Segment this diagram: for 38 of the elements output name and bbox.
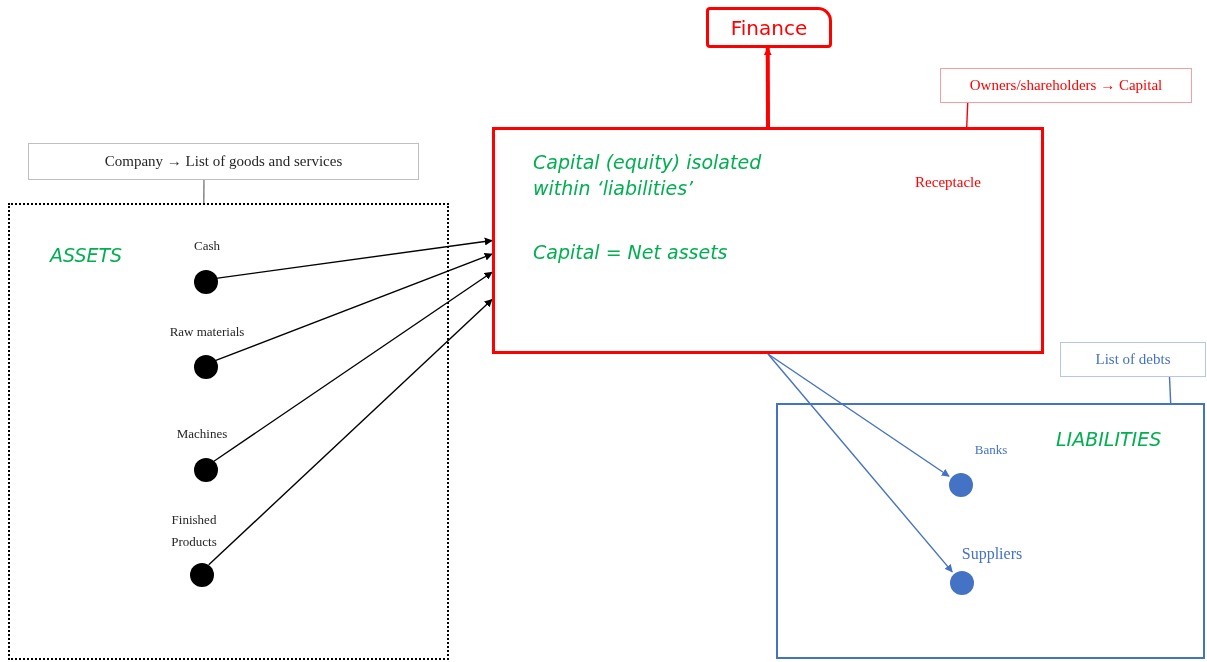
arrow	[208, 298, 493, 566]
title-box	[706, 7, 832, 48]
content-box	[492, 127, 1044, 354]
node-dot	[950, 571, 974, 595]
heading-text: LIABILITIES	[1056, 427, 1163, 452]
title-text: Finance	[730, 15, 808, 40]
label-box	[28, 143, 419, 180]
group-box	[776, 403, 1205, 659]
arrow	[763, 47, 772, 127]
node-dot	[194, 458, 218, 482]
connector-line	[966, 102, 969, 128]
label-box	[1060, 342, 1206, 377]
item-label: Finished Products	[170, 511, 218, 552]
arrow	[214, 252, 493, 362]
arrow	[767, 353, 950, 477]
heading-text: Capital = Net assets	[533, 240, 729, 265]
arrow	[213, 271, 493, 462]
item-label: Raw materials	[168, 323, 246, 341]
node-dot	[190, 563, 214, 587]
item-label: Cash	[193, 237, 221, 255]
label-box	[940, 68, 1192, 103]
arrow	[767, 353, 953, 573]
node-dot	[949, 473, 973, 497]
connector-line	[203, 179, 205, 204]
item-label: Banks	[973, 441, 1009, 459]
label-text: Company → List of goods and services	[104, 153, 343, 170]
label-text: List of debts	[1095, 351, 1171, 368]
note-text: Owners/shareholders → Capital	[969, 77, 1163, 94]
group-box	[8, 203, 449, 660]
arrow	[215, 237, 493, 280]
heading-text: Capital (equity) isolated within ‘liabilities’	[533, 150, 763, 201]
node-dot	[194, 270, 218, 294]
item-label: Suppliers	[960, 544, 1024, 565]
node-dot	[194, 355, 218, 379]
item-label: Machines	[175, 425, 229, 443]
note-text: Receptacle	[914, 174, 982, 191]
connector-line	[1168, 376, 1172, 404]
heading-text: ASSETS	[50, 243, 124, 268]
